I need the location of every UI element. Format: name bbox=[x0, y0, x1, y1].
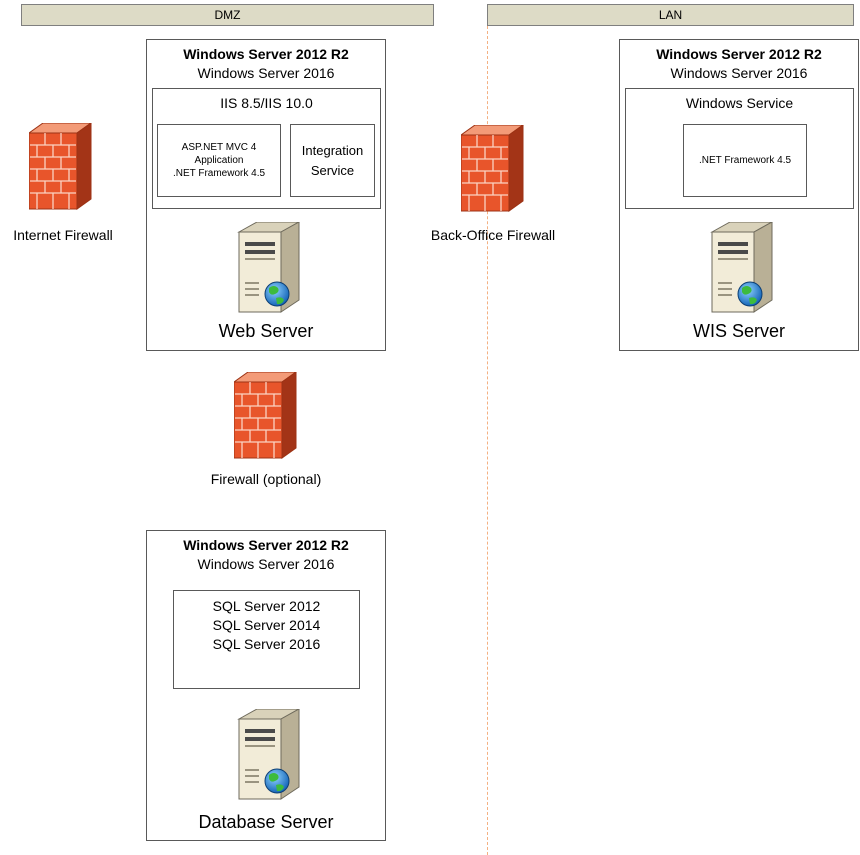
web-server-icon bbox=[238, 222, 300, 313]
internet-firewall-label: Internet Firewall bbox=[13, 227, 113, 243]
wis-server-os-primary: Windows Server 2012 R2 bbox=[656, 46, 822, 62]
database-server-box: Windows Server 2012 R2 Windows Server 20… bbox=[146, 530, 386, 841]
windows-service-container: Windows Service .NET Framework 4.5 bbox=[625, 88, 854, 209]
zone-divider-line bbox=[487, 26, 488, 855]
wis-server-box: Windows Server 2012 R2 Windows Server 20… bbox=[619, 39, 859, 351]
database-server-icon bbox=[238, 709, 300, 800]
integration-service-text: Integration Service bbox=[301, 142, 364, 178]
database-server-os-secondary: Windows Server 2016 bbox=[197, 556, 335, 572]
integration-service-box: Integration Service bbox=[290, 124, 375, 197]
web-server-name: Web Server bbox=[218, 321, 314, 341]
optional-firewall-label: Firewall (optional) bbox=[210, 471, 322, 487]
aspnet-application-box: ASP.NET MVC 4 Application .NET Framework… bbox=[157, 124, 281, 197]
dotnet-framework-box: .NET Framework 4.5 bbox=[683, 124, 807, 197]
sql-server-versions: SQL Server 2012 SQL Server 2014 SQL Serv… bbox=[212, 598, 321, 652]
wis-server-icon bbox=[711, 222, 773, 313]
lan-zone-label: LAN bbox=[658, 8, 683, 22]
sql-server-box: SQL Server 2012 SQL Server 2014 SQL Serv… bbox=[173, 590, 360, 689]
iis-label: IIS 8.5/IIS 10.0 bbox=[220, 95, 313, 111]
wis-server-name: WIS Server bbox=[692, 321, 785, 341]
windows-service-label: Windows Service bbox=[685, 95, 794, 111]
lan-zone-header: LAN bbox=[487, 4, 854, 26]
optional-firewall-icon bbox=[234, 372, 297, 459]
web-server-box: Windows Server 2012 R2 Windows Server 20… bbox=[146, 39, 386, 351]
back-office-firewall-icon bbox=[461, 125, 524, 212]
wis-server-os-secondary: Windows Server 2016 bbox=[670, 65, 808, 81]
dotnet-framework-text: .NET Framework 4.5 bbox=[698, 155, 792, 166]
dmz-zone-header: DMZ bbox=[21, 4, 434, 26]
database-server-name: Database Server bbox=[198, 812, 334, 832]
iis-container: IIS 8.5/IIS 10.0 ASP.NET MVC 4 Applicati… bbox=[152, 88, 381, 209]
web-server-os-primary: Windows Server 2012 R2 bbox=[183, 46, 349, 62]
dmz-zone-label: DMZ bbox=[214, 8, 241, 22]
back-office-firewall-label: Back-Office Firewall bbox=[430, 227, 556, 243]
web-server-os-secondary: Windows Server 2016 bbox=[197, 65, 335, 81]
aspnet-application-text: ASP.NET MVC 4 Application .NET Framework… bbox=[172, 142, 266, 179]
internet-firewall-icon bbox=[29, 123, 92, 210]
database-server-os-primary: Windows Server 2012 R2 bbox=[183, 537, 349, 553]
